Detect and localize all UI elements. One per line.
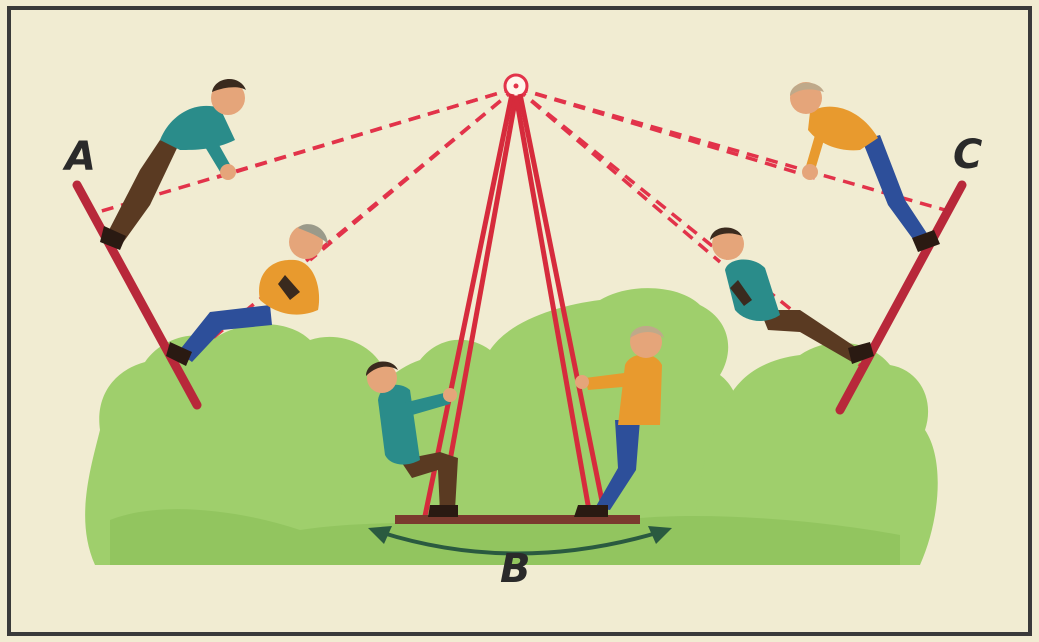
person-b-right-shoe — [574, 505, 608, 517]
person-c-upper-hand — [802, 164, 818, 180]
person-b-right-hand — [575, 375, 589, 389]
person-b-left-hand — [443, 388, 457, 402]
pivot-center — [514, 84, 519, 89]
person-b-left-shoe — [428, 505, 458, 517]
label-a: A — [62, 134, 96, 180]
label-c: C — [953, 132, 982, 178]
label-b: B — [500, 546, 531, 592]
person-a-upper-hand — [220, 164, 236, 180]
